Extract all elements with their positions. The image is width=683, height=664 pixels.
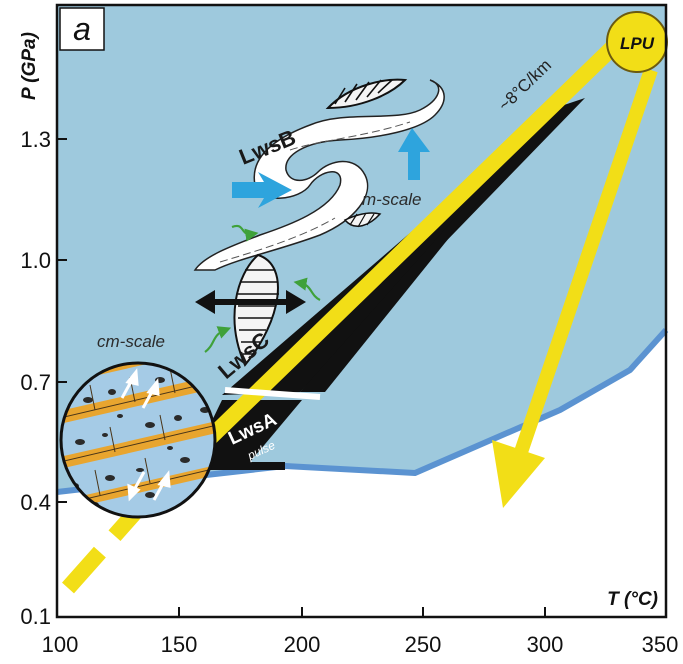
- lwsa-wedge: [192, 400, 302, 462]
- lwsb-vein-sketch: [193, 79, 445, 271]
- panel-label: a: [73, 11, 91, 47]
- x-tick-label: 100: [42, 632, 79, 657]
- y-tick-label: 1.0: [20, 248, 51, 273]
- pt-path-prograde: [142, 42, 618, 504]
- x-axis-title: T (°C): [607, 589, 658, 610]
- y-tick-label: 0.7: [20, 370, 51, 395]
- retrograde-path: [513, 67, 658, 458]
- fluid-arrows: [204, 224, 321, 353]
- x-tick-label: 350: [642, 632, 679, 657]
- x-tick-label: 150: [161, 632, 198, 657]
- plot-frame: [55, 3, 668, 619]
- y-tick-label: 0.1: [20, 604, 51, 629]
- extension-arrow-left: [195, 290, 215, 314]
- stability-field: [57, 5, 666, 492]
- panel-label-box: [59, 7, 105, 51]
- retrograde-arrowhead: [492, 440, 545, 508]
- x-axis: 100 150 200 250 300 350: [42, 607, 679, 657]
- lpu-label: LPU: [620, 34, 655, 53]
- extension-arrow-right: [286, 290, 306, 314]
- y-tick-label: 0.4: [20, 490, 51, 515]
- lwsa-base: [180, 462, 285, 470]
- blue-arrow-left: [232, 172, 292, 208]
- x-tick-label: 300: [527, 632, 564, 657]
- m-scale-label: m-scale: [362, 190, 422, 209]
- blue-arrow-up: [398, 128, 430, 180]
- cm-scale-label: cm-scale: [97, 332, 165, 351]
- pulse-separator: [224, 387, 321, 400]
- x-tick-label: 250: [405, 632, 442, 657]
- lwsc-wedge-tip: [300, 100, 560, 392]
- field-boundary-line: [56, 327, 669, 495]
- y-axis-title: P (GPa): [19, 32, 40, 100]
- x-tick-label: 200: [284, 632, 321, 657]
- foliation-lenses: [233, 78, 408, 367]
- y-axis: 1.3 1.0 0.7 0.4 0.1: [20, 127, 67, 629]
- y-tick-label: 1.3: [20, 127, 51, 152]
